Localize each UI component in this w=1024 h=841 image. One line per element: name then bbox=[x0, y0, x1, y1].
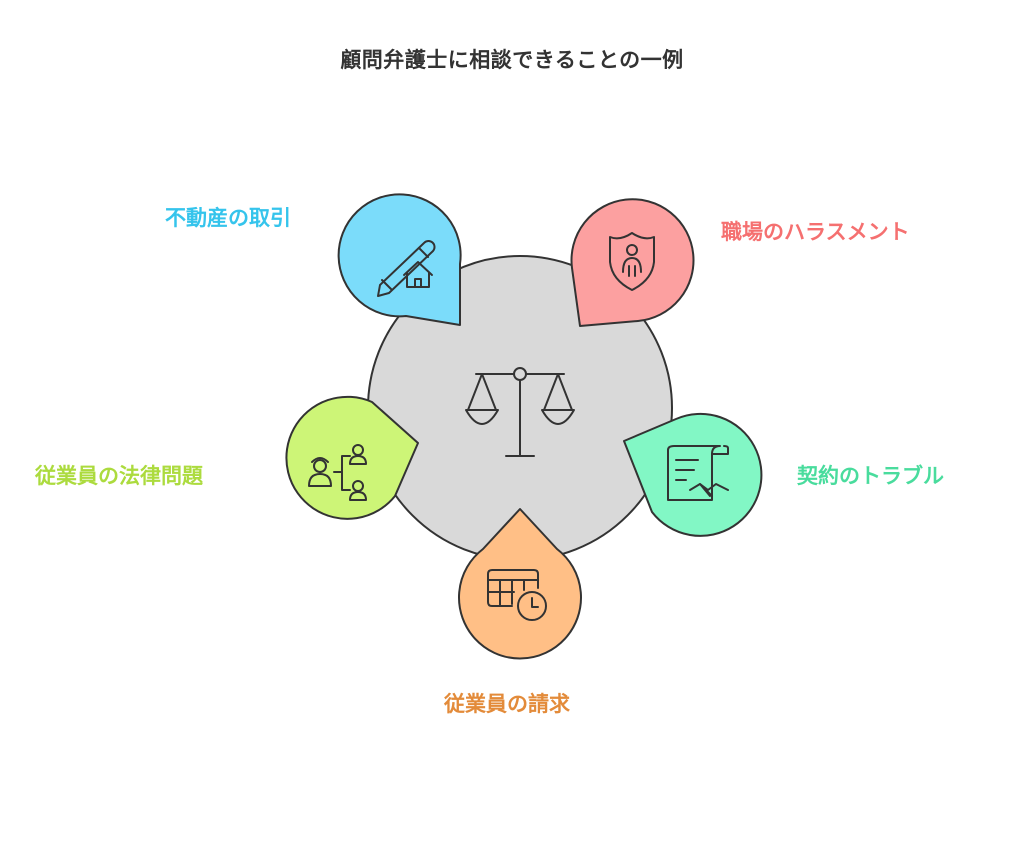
label-real-estate: 不動産の取引 bbox=[165, 206, 291, 230]
balance-scale-icon bbox=[465, 367, 575, 457]
org-people-icon bbox=[308, 444, 367, 501]
label-employee-legal: 従業員の法律問題 bbox=[35, 464, 203, 488]
page-title: 顧問弁護士に相談できることの一例 bbox=[340, 48, 684, 72]
label-harassment: 職場のハラスメント bbox=[721, 220, 910, 244]
pencil-house-icon bbox=[377, 240, 436, 297]
shield-person-icon bbox=[609, 232, 655, 291]
contract-handshake-icon bbox=[667, 445, 729, 501]
petal-harassment bbox=[570, 198, 695, 327]
petal-contract bbox=[623, 412, 763, 537]
petal-real-estate bbox=[337, 193, 462, 326]
label-employee-claims: 従業員の請求 bbox=[444, 692, 570, 716]
petal-employee-claims bbox=[458, 508, 582, 660]
label-contract: 契約のトラブル bbox=[797, 464, 944, 488]
calendar-clock-icon bbox=[487, 569, 547, 621]
